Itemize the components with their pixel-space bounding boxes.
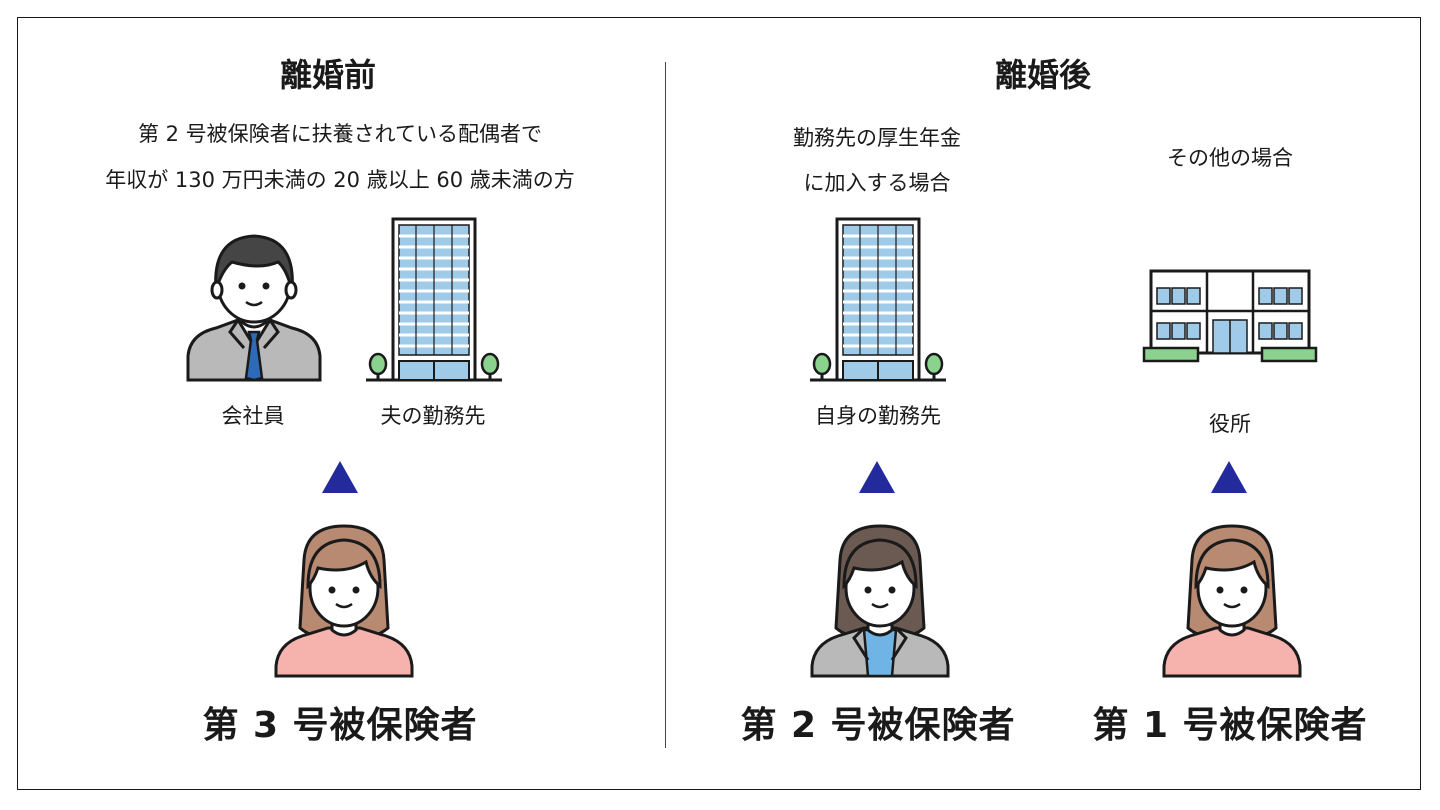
before-heading: 離婚前	[228, 50, 428, 96]
office-tower-icon	[810, 216, 946, 382]
city-hall-icon	[1142, 268, 1318, 364]
section-divider	[665, 62, 666, 748]
woman-icon	[274, 520, 414, 676]
businesswoman-icon	[810, 520, 950, 676]
before-description-line1: 第 2 号被保険者に扶養されている配偶者で	[30, 114, 650, 154]
before-status: 第 3 号被保険者	[170, 696, 510, 748]
own-workplace-label: 自身の勤務先	[788, 400, 968, 430]
husband-workplace-label: 夫の勤務先	[358, 400, 508, 430]
arrow-up-icon	[322, 461, 358, 493]
employed-condition-line1: 勤務先の厚生年金	[757, 118, 997, 158]
city-office-label: 役所	[1170, 408, 1290, 438]
employed-status: 第 2 号被保険者	[708, 696, 1048, 748]
other-condition: その他の場合	[1130, 138, 1330, 178]
after-heading: 離婚後	[943, 50, 1143, 96]
office-tower-icon	[366, 216, 502, 382]
woman-icon	[1162, 520, 1302, 676]
arrow-up-icon	[1211, 461, 1247, 493]
employee-label: 会社員	[193, 400, 313, 430]
arrow-up-icon	[859, 461, 895, 493]
other-status: 第 1 号被保険者	[1060, 696, 1400, 748]
before-description-line2: 年収が 130 万円未満の 20 歳以上 60 歳未満の方	[30, 160, 650, 200]
employed-condition-line2: に加入する場合	[757, 163, 997, 203]
businessman-icon	[186, 228, 322, 380]
